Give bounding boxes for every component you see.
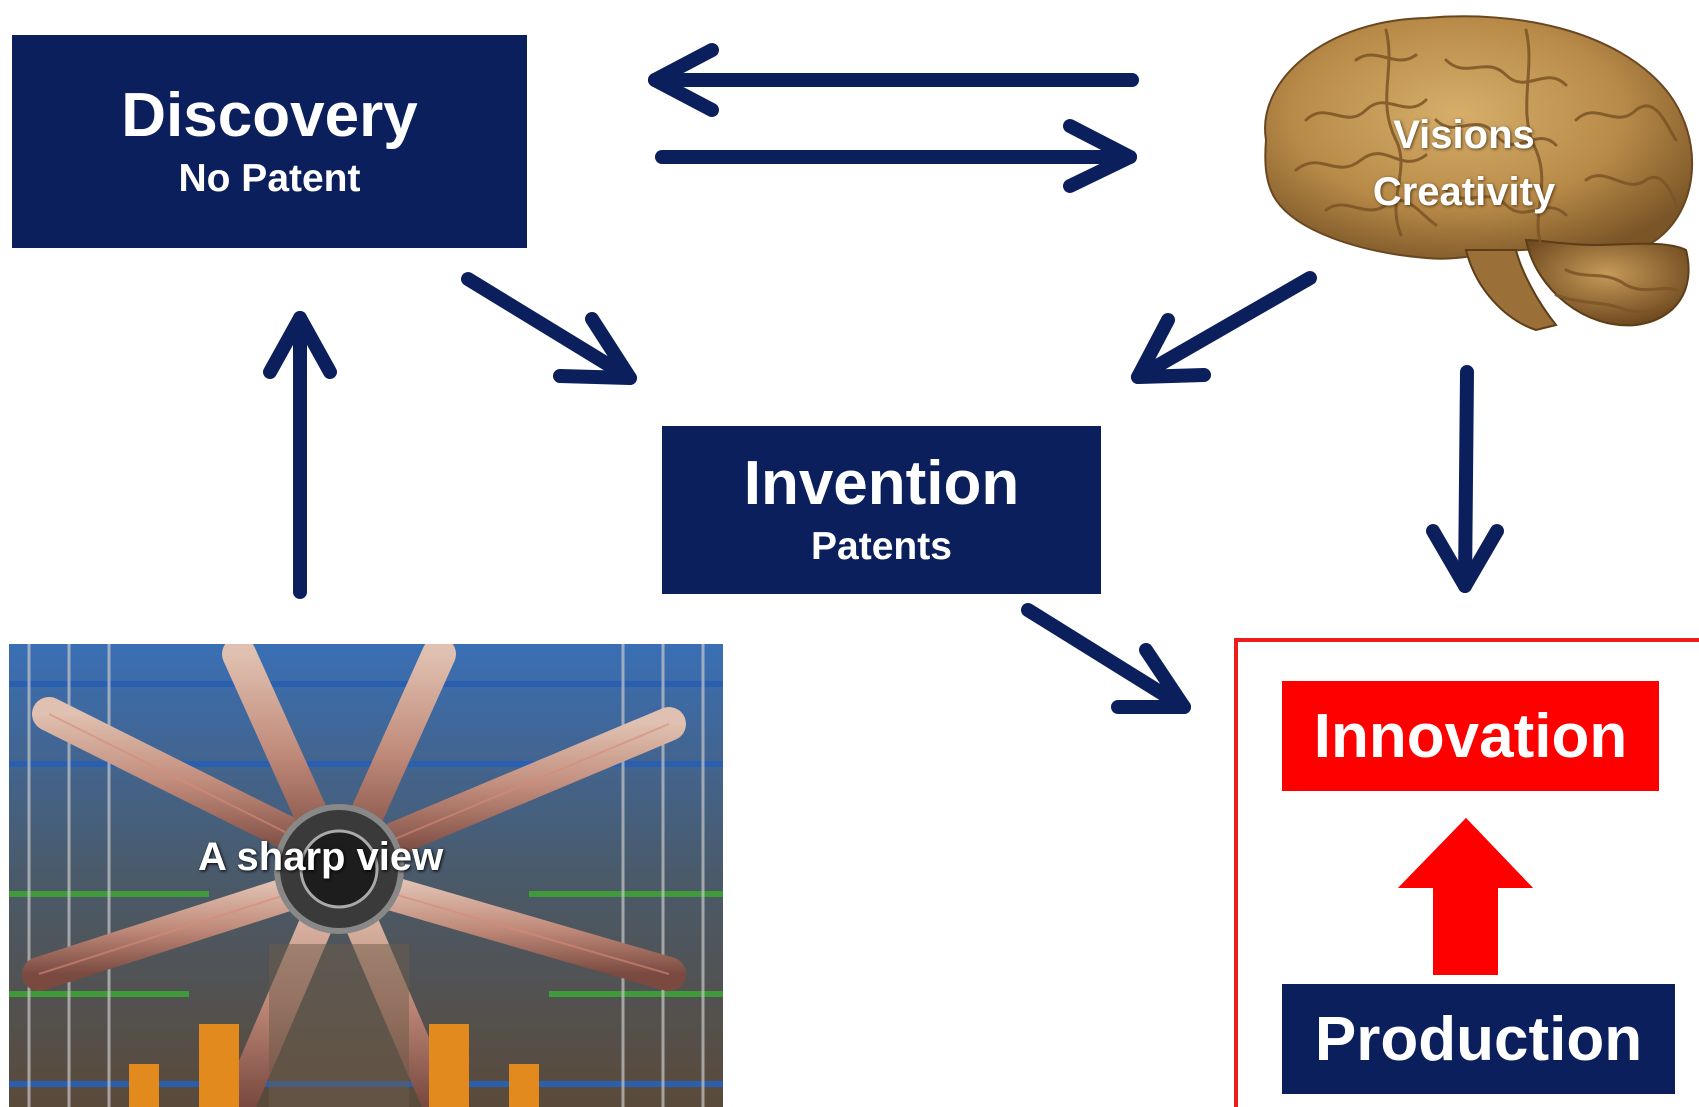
- brain-creativity-label: Creativity: [1372, 170, 1556, 214]
- invention-title: Invention: [743, 449, 1020, 518]
- arrow-brain-to-discovery: [648, 43, 1139, 117]
- arrow-brain-to-innovation: [1426, 365, 1504, 593]
- innovation-frame: [1234, 638, 1699, 1107]
- arrow-discovery-to-brain: [655, 119, 1137, 193]
- production-box: Production: [1282, 984, 1675, 1094]
- lhc-caption: A sharp view: [198, 835, 444, 879]
- discovery-box: Discovery No Patent: [12, 35, 527, 248]
- discovery-title: Discovery: [121, 80, 418, 150]
- invention-box: Invention Patents: [662, 426, 1101, 594]
- brain-image: [1264, 15, 1694, 332]
- arrow-invention-to-innovation: [1021, 603, 1191, 714]
- particle-detector-image: [9, 644, 723, 1107]
- brain-visions-label: Visions: [1393, 113, 1535, 157]
- discovery-subtitle: No Patent: [178, 156, 361, 200]
- arrow-brain-to-invention: [1131, 271, 1317, 384]
- invention-subtitle: Patents: [811, 525, 952, 568]
- arrow-lhc-to-discovery: [263, 311, 337, 599]
- innovation-box: Innovation: [1282, 681, 1659, 791]
- arrow-discovery-to-invention: [461, 272, 637, 385]
